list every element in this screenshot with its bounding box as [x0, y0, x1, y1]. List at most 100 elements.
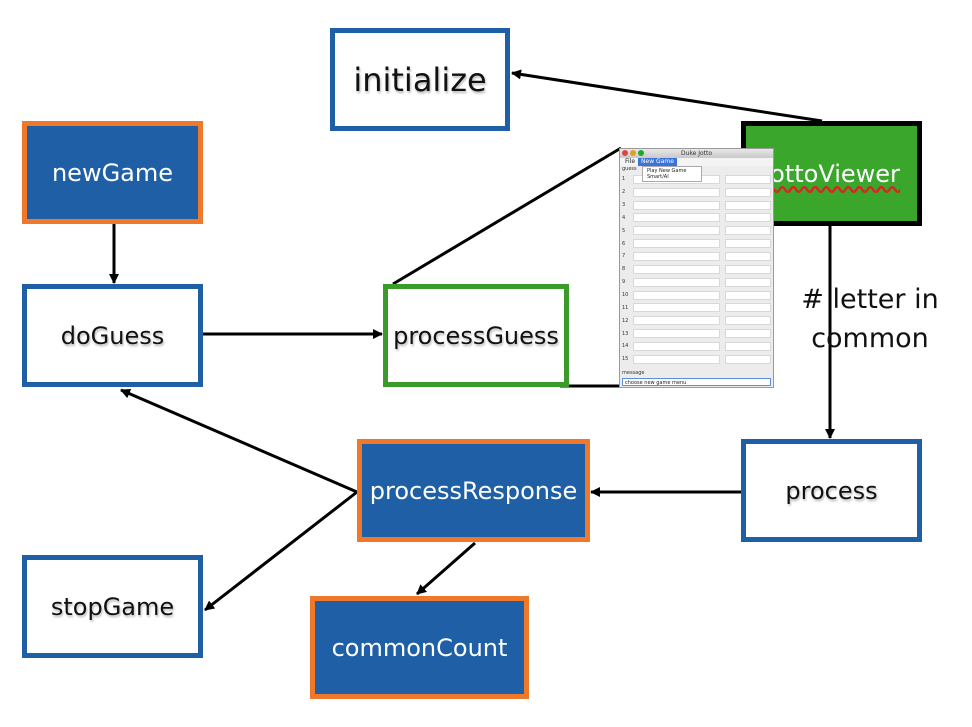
edge-label-line: # letter in: [801, 284, 939, 315]
guess-row-number: 12: [622, 317, 629, 324]
response-field[interactable]: [725, 239, 771, 249]
app-window-title: Duke Jotto: [680, 150, 713, 157]
guess-row-number: 7: [622, 253, 626, 260]
node-label: commonCount: [331, 633, 508, 662]
guess-row: 14: [622, 340, 772, 353]
edge-label-line: common: [811, 323, 929, 354]
edge-processresponse-to-doguess: [120, 388, 358, 494]
edge-label-letters-in-common: # letter in common: [790, 280, 950, 358]
guess-row-number: 14: [622, 343, 629, 350]
guess-row: 5: [622, 224, 772, 237]
guess-row: 2: [622, 186, 772, 199]
jotto-app-screenshot: Duke Jotto File New Game Play New Game S…: [619, 148, 774, 388]
guess-row-number: 13: [622, 330, 629, 337]
guess-row-number: 15: [622, 356, 629, 363]
node-commoncount: commonCount: [310, 596, 529, 699]
guess-field[interactable]: [633, 316, 720, 326]
menu-item-smart-ai[interactable]: Smart/AI: [647, 174, 669, 180]
node-newgame: newGame: [22, 121, 203, 224]
guess-row: 10: [622, 289, 772, 302]
guess-row-number: 1: [622, 176, 626, 183]
app-titlebar: Duke Jotto: [620, 149, 773, 158]
guess-field[interactable]: [633, 329, 720, 339]
node-label: initialize: [353, 60, 487, 99]
node-processguess: processGuess: [383, 284, 569, 387]
guess-row: 3: [622, 199, 772, 212]
guess-field[interactable]: [633, 251, 720, 261]
response-field[interactable]: [725, 290, 771, 300]
guess-field[interactable]: [633, 239, 720, 249]
edge-processresponse-to-stopgame: [204, 490, 358, 612]
response-field[interactable]: [725, 316, 771, 326]
guess-field[interactable]: [633, 354, 720, 364]
guess-row: 11: [622, 301, 772, 314]
node-process: process: [741, 439, 922, 542]
guess-row-number: 11: [622, 304, 629, 311]
menu-item-play-new-game[interactable]: Play New Game: [647, 168, 687, 174]
guess-row-number: 5: [622, 227, 626, 234]
menu-new-game[interactable]: New Game: [638, 158, 677, 166]
guess-row: 7: [622, 250, 772, 263]
response-field[interactable]: [725, 200, 771, 210]
response-field[interactable]: [725, 264, 771, 274]
app-menubar: File New Game: [620, 158, 773, 166]
guess-field[interactable]: [633, 303, 720, 313]
response-field[interactable]: [725, 277, 771, 287]
response-field[interactable]: [725, 303, 771, 313]
guess-field[interactable]: [633, 226, 720, 236]
node-label: JottoViewer: [763, 159, 900, 188]
node-doguess: doGuess: [22, 284, 203, 387]
guess-field[interactable]: [633, 213, 720, 223]
response-field[interactable]: [725, 213, 771, 223]
guess-row: 8: [622, 263, 772, 276]
menu-file[interactable]: File: [625, 158, 636, 165]
guess-row-number: 3: [622, 202, 626, 209]
response-field[interactable]: [725, 341, 771, 351]
guess-field[interactable]: [633, 264, 720, 274]
edge-processguess-to-screenshot: [392, 146, 622, 286]
message-field: choose new game menu: [622, 378, 771, 386]
guess-label: guess: [622, 166, 637, 172]
guess-field[interactable]: [633, 187, 720, 197]
edge-jottoviewer-to-initialize: [511, 69, 823, 123]
guess-field[interactable]: [633, 290, 720, 300]
edge-processresponse-to-commoncount: [416, 541, 476, 596]
node-label: doGuess: [60, 321, 165, 350]
node-label: stopGame: [50, 592, 175, 621]
guess-row: 9: [622, 276, 772, 289]
guess-row-number: 10: [622, 292, 629, 299]
guess-field[interactable]: [633, 277, 720, 287]
new-game-dropdown: Play New Game Smart/AI: [642, 166, 702, 182]
node-label: process: [785, 476, 878, 505]
node-jottoviewer: JottoViewer: [741, 121, 922, 226]
node-label: processGuess: [393, 321, 559, 350]
response-field[interactable]: [725, 174, 771, 184]
guess-row-number: 9: [622, 279, 626, 286]
node-processresponse: processResponse: [357, 439, 590, 542]
guess-row-number: 4: [622, 214, 626, 221]
minimize-window-icon: [630, 150, 636, 156]
guess-field[interactable]: [633, 341, 720, 351]
node-label: processResponse: [369, 476, 578, 505]
zoom-window-icon: [638, 150, 644, 156]
guess-row-number: 2: [622, 189, 626, 196]
guess-row-number: 8: [622, 266, 626, 273]
guess-field[interactable]: [633, 200, 720, 210]
response-field[interactable]: [725, 187, 771, 197]
node-stopgame: stopGame: [22, 555, 203, 658]
close-window-icon: [622, 150, 628, 156]
guess-row-number: 6: [622, 240, 626, 247]
guess-row: 13: [622, 327, 772, 340]
node-initialize: initialize: [330, 28, 510, 131]
response-field[interactable]: [725, 329, 771, 339]
response-field[interactable]: [725, 251, 771, 261]
response-field[interactable]: [725, 226, 771, 236]
response-field[interactable]: [725, 354, 771, 364]
guess-row: 6: [622, 237, 772, 250]
node-label: newGame: [51, 158, 174, 187]
guess-row: 4: [622, 212, 772, 225]
guess-row: 15: [622, 353, 772, 366]
guess-row: 12: [622, 314, 772, 327]
